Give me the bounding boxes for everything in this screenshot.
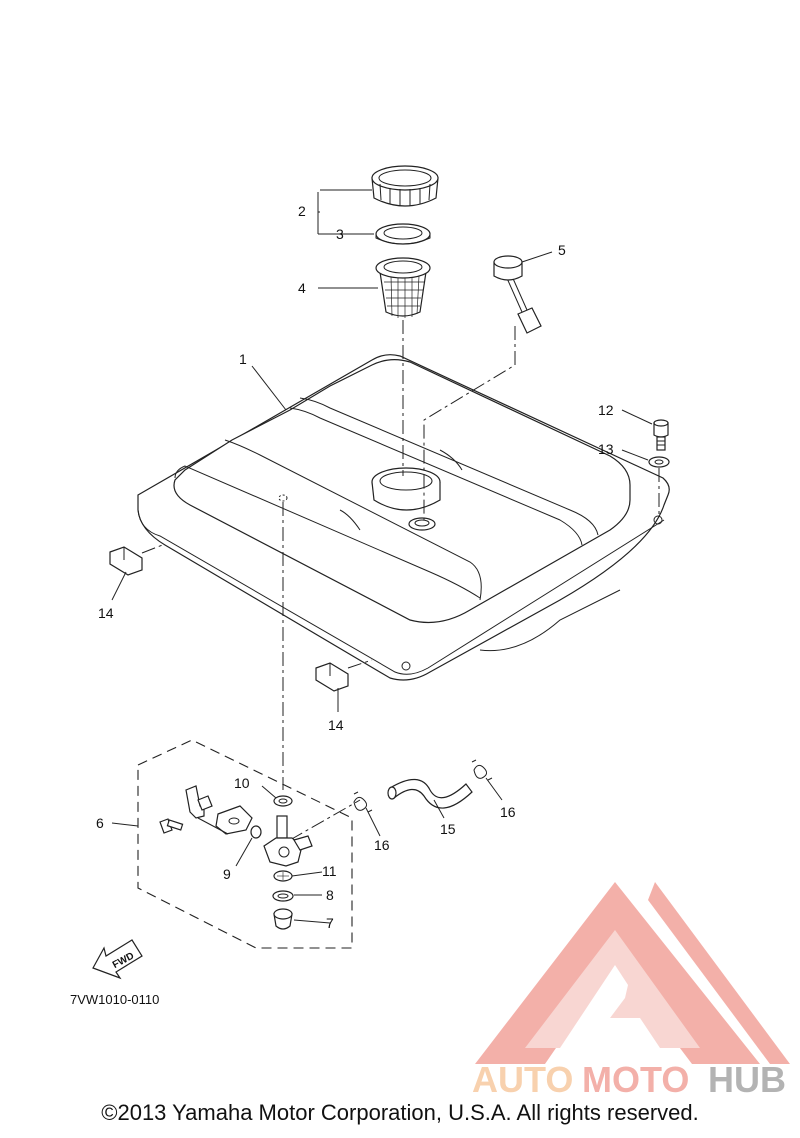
- callout-5: 5: [558, 242, 566, 258]
- fwd-arrow-icon: FWD: [92, 939, 143, 980]
- cup-7: [273, 908, 293, 930]
- gasket-10: [273, 795, 293, 807]
- tank-damper-left: [109, 546, 143, 576]
- bolt: [653, 419, 669, 451]
- hose-clip-right: [471, 759, 493, 781]
- screw: [159, 818, 184, 834]
- fuel-cap: [371, 165, 439, 207]
- callout-11: 11: [322, 863, 337, 879]
- callout-1: 1: [239, 351, 247, 367]
- washer: [648, 456, 670, 468]
- callout-16-left: 16: [374, 837, 390, 853]
- callout-12: 12: [598, 402, 614, 418]
- cap-gasket: [375, 223, 431, 245]
- callout-3: 3: [336, 226, 344, 242]
- callout-6: 6: [96, 815, 104, 831]
- callout-10: 10: [234, 775, 250, 791]
- watermark-auto: AUTO: [472, 1059, 573, 1100]
- callout-15: 15: [440, 821, 456, 837]
- callout-14-right: 14: [328, 717, 344, 733]
- lever-plate: [215, 805, 253, 835]
- callout-7: 7: [326, 915, 334, 931]
- watermark-hub: HUB: [708, 1059, 786, 1100]
- callout-4: 4: [298, 280, 306, 296]
- watermark-moto: MOTO: [582, 1059, 689, 1100]
- o-ring-8: [272, 890, 294, 902]
- copyright-notice: ©2013 Yamaha Motor Corporation, U.S.A. A…: [101, 1100, 699, 1125]
- tank-damper-right: [315, 662, 349, 692]
- fuel-gauge: [493, 255, 542, 334]
- callout-numbers: 1 2 3 4 5 6 7 8 9 10 11 12 13 14 14 15 1…: [96, 203, 614, 931]
- callout-9: 9: [223, 866, 231, 882]
- fuel-hose: [387, 778, 473, 809]
- diagram-code: 7VW1010-0110: [70, 992, 159, 1007]
- fuel-tank: [137, 354, 670, 681]
- automotohub-logo: AUTO MOTO HUB: [472, 882, 790, 1100]
- fuel-cock-assembly-box: [137, 739, 353, 949]
- callout-8: 8: [326, 887, 334, 903]
- callout-2: 2: [298, 203, 306, 219]
- callout-14-left: 14: [98, 605, 114, 621]
- leader-lines: [111, 189, 653, 924]
- assembly-lines: [141, 320, 660, 841]
- hose-clip-left: [353, 791, 373, 813]
- o-ring: [250, 825, 262, 839]
- strainer-11: [273, 870, 293, 882]
- filler-strainer: [375, 257, 431, 318]
- callout-16-right: 16: [500, 804, 516, 820]
- fuel-cock-body: [263, 815, 313, 867]
- fuel-cock-lever: [185, 785, 213, 819]
- callout-13: 13: [598, 441, 614, 457]
